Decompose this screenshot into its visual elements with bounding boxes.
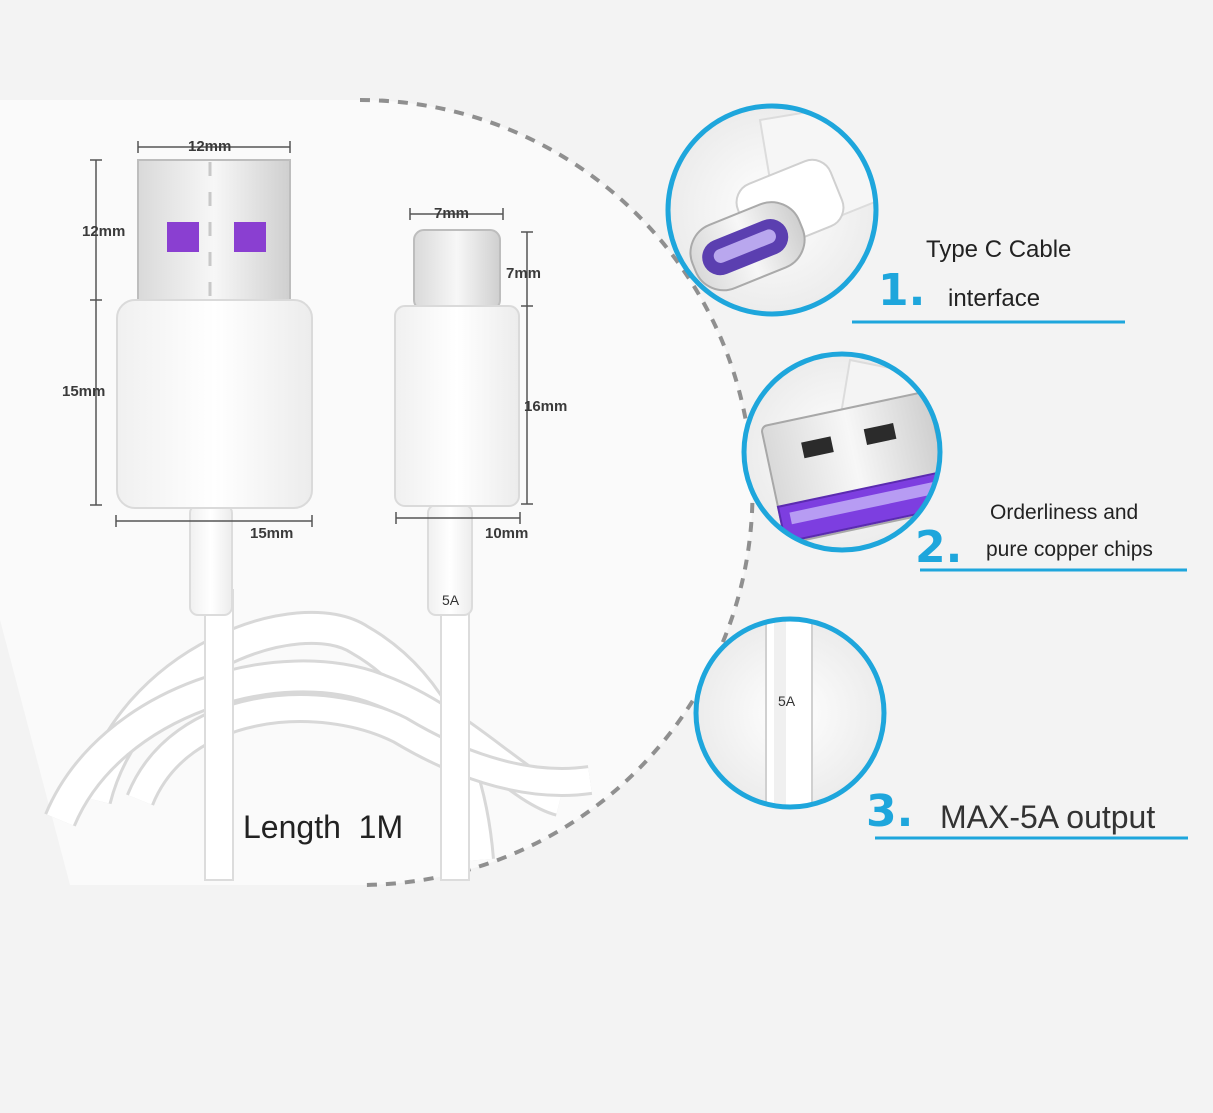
feature-2-number: 2. [915, 522, 962, 573]
feature-3-line1: MAX-5A output [940, 799, 1155, 835]
feature-1: 1. Type C Cable interface [665, 103, 1125, 324]
dim-usb-a-head-height: 12mm [82, 223, 125, 240]
dim-type-c-head-height: 7mm [506, 265, 541, 282]
feature-1-number: 1. [878, 265, 925, 316]
feature-3-cable-marking: 5A [778, 693, 796, 709]
usb-a-purple-contact-left [167, 222, 199, 252]
usb-a-slot-left [801, 436, 834, 459]
feature-2: 2. Orderliness and pure copper chips [741, 351, 1187, 573]
dim-type-c-body-width: 10mm [485, 525, 528, 542]
length-label: Length 1M [243, 809, 403, 845]
cable-5a-marking: 5A [442, 592, 460, 608]
feature-1-line2: interface [948, 285, 1040, 312]
feature-2-line2: pure copper chips [986, 538, 1153, 561]
dim-type-c-body-height: 16mm [524, 398, 567, 415]
dim-type-c-width: 7mm [434, 205, 469, 222]
dim-usb-a-width: 12mm [188, 138, 231, 155]
feature-3-number: 3. [866, 786, 913, 837]
dim-usb-a-body-width: 15mm [250, 525, 293, 542]
dimension-lines [90, 141, 533, 527]
cable-usb-a-run [189, 504, 234, 881]
usb-a-slot-right [863, 423, 897, 445]
cable-type-c-run: 5A [427, 504, 473, 881]
usb-a-purple-contact-right [234, 222, 266, 252]
feature-2-line1: Orderliness and [990, 501, 1138, 524]
feature-1-line1: Type C Cable [926, 236, 1071, 263]
feature-3: 5A 3. MAX-5A output [693, 616, 1188, 840]
usb-a-connector [116, 159, 313, 509]
type-c-connector [394, 229, 520, 507]
dim-usb-a-body-height: 15mm [62, 383, 105, 400]
